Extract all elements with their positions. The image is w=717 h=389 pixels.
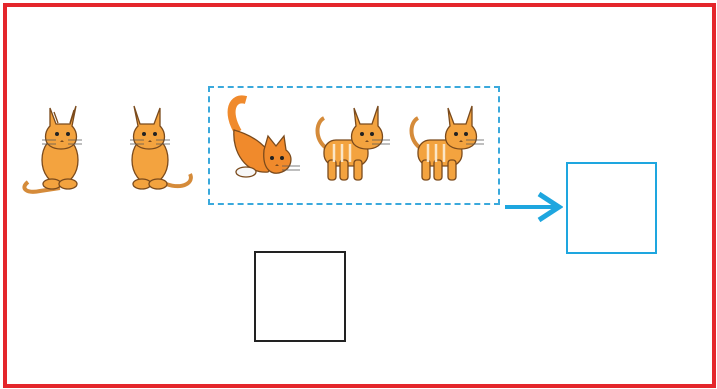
arrow-right-icon (505, 191, 563, 223)
cat-icon (130, 105, 193, 190)
answer-box[interactable] (566, 162, 657, 254)
cat-icon (409, 105, 484, 181)
count-box[interactable] (254, 251, 346, 342)
cat-icon (22, 105, 82, 194)
outer-frame (3, 3, 716, 388)
cat-group-selection (208, 86, 500, 205)
cat-icon (227, 95, 300, 178)
cat-icon (315, 105, 390, 181)
